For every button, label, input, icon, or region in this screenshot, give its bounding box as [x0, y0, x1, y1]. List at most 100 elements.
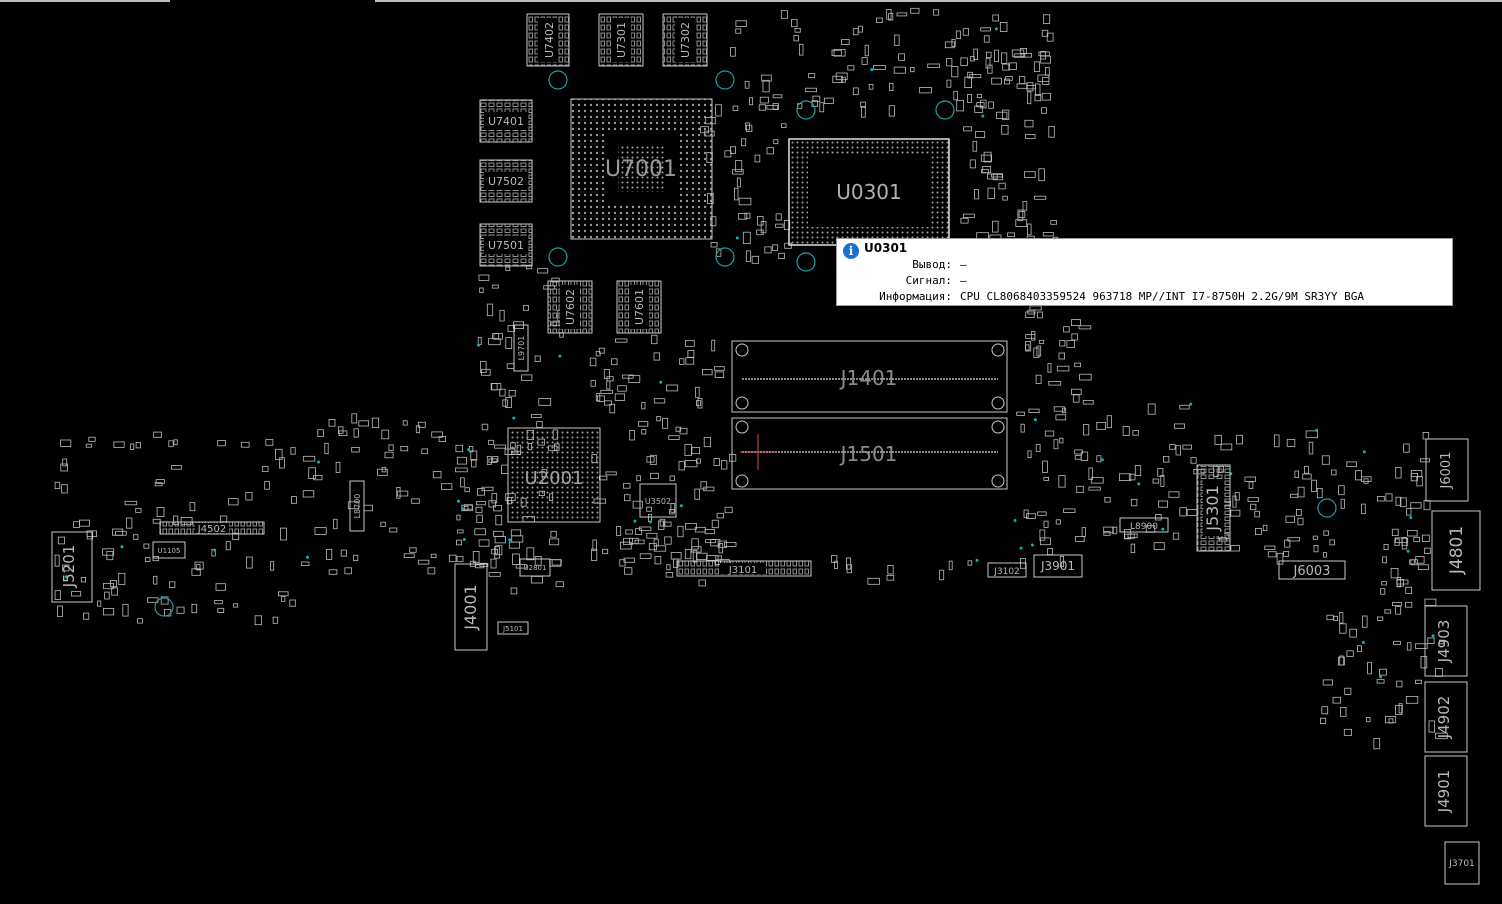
connector-J5301[interactable]: J5301: [1196, 464, 1231, 552]
passive-part: [1043, 14, 1051, 24]
passive-part: [852, 87, 859, 96]
passive-part: [115, 530, 127, 536]
passive-part: [834, 560, 838, 569]
passive-part: [1112, 526, 1118, 535]
connector-J3101[interactable]: J3101: [676, 560, 812, 577]
passive-part: [946, 58, 953, 67]
connector-J4901[interactable]: J4901: [1424, 755, 1468, 827]
passive-part: [1033, 347, 1040, 358]
chip-U7302[interactable]: U7302: [662, 13, 708, 67]
passive-part: [1104, 496, 1111, 503]
passive-part: [716, 512, 724, 519]
passive-part: [592, 539, 597, 552]
passive-part: [1029, 305, 1042, 311]
passive-part: [757, 215, 764, 226]
passive-part: [710, 539, 721, 547]
connector-J4903[interactable]: J4903: [1424, 605, 1468, 677]
passive-part: [669, 475, 675, 482]
passive-part: [324, 442, 329, 455]
passive-part: [1058, 475, 1066, 488]
passive-part: [738, 213, 748, 220]
chip-U7602[interactable]: U7602: [547, 280, 593, 334]
chip-U7502[interactable]: U7502: [479, 159, 533, 203]
passive-part: [623, 557, 635, 563]
passive-part: [1373, 738, 1381, 750]
passive-part: [1346, 461, 1357, 467]
passive-part: [933, 9, 940, 16]
connector-J5201[interactable]: J5201: [51, 531, 93, 603]
passive-part: [656, 415, 661, 422]
passive-part: [1078, 325, 1092, 330]
label-J3701: J3701: [1448, 859, 1475, 869]
connector-J6001[interactable]: J6001: [1425, 438, 1469, 502]
chip-U7401[interactable]: U7401: [479, 99, 533, 143]
connector-J4902[interactable]: J4902: [1424, 681, 1468, 753]
passive-part: [1163, 455, 1170, 463]
passive-part: [1088, 467, 1093, 480]
chip-U7601[interactable]: U7601: [616, 280, 662, 334]
passive-part: [628, 375, 641, 383]
label-U2801: U2801: [524, 564, 547, 572]
passive-part: [955, 30, 961, 39]
passive-part: [220, 515, 228, 523]
passive-part: [494, 444, 507, 449]
chip-U7001[interactable]: U7001: [570, 98, 713, 240]
passive-part: [417, 559, 430, 565]
passive-part: [724, 542, 737, 547]
passive-part: [85, 443, 93, 448]
passive-part: [83, 612, 90, 620]
chip-U1105[interactable]: U1105: [152, 541, 186, 559]
passive-part: [61, 484, 68, 494]
passive-part: [729, 454, 737, 462]
connector-J6003[interactable]: J6003: [1278, 560, 1346, 580]
passive-part: [1168, 491, 1180, 498]
passive-part: [951, 66, 959, 78]
passive-part: [1020, 423, 1025, 433]
passive-part: [1028, 408, 1040, 413]
connector-J4502[interactable]: J4502: [159, 521, 265, 535]
passive-part: [706, 555, 719, 561]
passive-part: [1036, 311, 1043, 319]
chip-U2001[interactable]: U2001: [507, 427, 601, 523]
connector-J1401[interactable]: J1401: [731, 340, 1008, 413]
passive-part: [152, 556, 159, 562]
passive-part: [841, 39, 850, 45]
passive-part: [975, 131, 986, 138]
chip-U0301[interactable]: U0301: [788, 138, 950, 246]
connector-J5101[interactable]: J5101: [497, 621, 529, 635]
passive-part: [477, 336, 482, 345]
passive-part: [384, 451, 394, 459]
passive-part: [962, 28, 970, 36]
connector-J3701[interactable]: J3701: [1444, 841, 1480, 885]
passive-part: [1398, 703, 1403, 714]
passive-part: [455, 444, 463, 453]
passive-part: [1214, 434, 1222, 445]
passive-part: [491, 284, 499, 289]
connector-J4001[interactable]: J4001: [454, 563, 488, 651]
chip-U7301[interactable]: U7301: [598, 13, 644, 67]
passive-part: [1392, 602, 1402, 607]
passive-part: [1236, 434, 1243, 445]
connector-J1501[interactable]: J1501: [731, 417, 1008, 490]
chip-U3502[interactable]: U3502: [639, 483, 677, 518]
passive-part: [217, 607, 225, 613]
chip-U7402[interactable]: U7402: [526, 13, 570, 67]
passive-part: [301, 561, 310, 566]
chip-U2801[interactable]: U2801: [519, 558, 551, 577]
connector-J3102[interactable]: J3102: [987, 562, 1027, 578]
chip-U7501[interactable]: U7501: [479, 223, 533, 267]
passive-part: [492, 530, 504, 537]
passive-part: [1396, 680, 1403, 688]
passive-part: [1037, 74, 1050, 82]
passive-part: [328, 569, 338, 575]
passive-part: [549, 538, 560, 546]
connector-J3901[interactable]: J3901: [1033, 554, 1083, 578]
passive-part: [1230, 545, 1240, 552]
passive-part: [1175, 445, 1181, 456]
connector-J4801[interactable]: J4801: [1431, 510, 1481, 591]
passive-part: [1056, 365, 1070, 372]
passive-part: [1001, 125, 1009, 135]
passive-part: [919, 87, 932, 94]
passive-part: [495, 545, 503, 556]
